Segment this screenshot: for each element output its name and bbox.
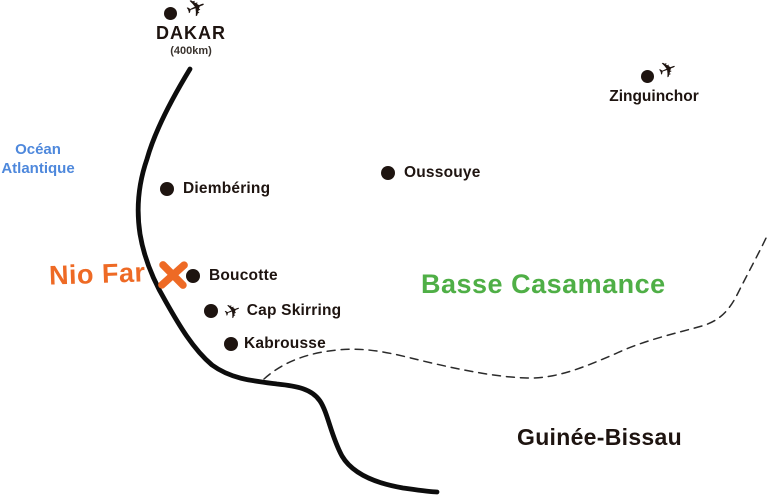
zinguinchor-dot <box>641 70 654 83</box>
diembering-dot <box>160 182 174 196</box>
border-dashed-line <box>263 235 768 380</box>
dakar-distance: (400km) <box>170 45 212 57</box>
diembering-label: Diembéring <box>183 180 271 197</box>
kabrousse-marker: Kabrousse <box>224 335 326 353</box>
cap-skirring-dot <box>204 304 218 318</box>
nio-far-label: Nio Far <box>48 257 146 291</box>
dakar-dot <box>164 7 177 20</box>
oussouye-dot <box>381 166 395 180</box>
cap-skirring-label: Cap Skirring <box>246 302 342 319</box>
oussouye-marker: Oussouye <box>381 164 481 182</box>
cap-skirring-marker: ✈ Cap Skirring <box>204 296 342 326</box>
boucotte-dot <box>186 269 200 283</box>
region-label: Basse Casamance <box>421 269 666 299</box>
kabrousse-dot <box>224 337 238 351</box>
dakar-label-block: DAKAR (400km) <box>156 23 226 57</box>
ocean-label: Océan Atlantique <box>1 140 74 178</box>
country-label: Guinée-Bissau <box>517 424 682 450</box>
dakar-label: DAKAR <box>156 23 226 43</box>
cap-skirring-plane-icon: ✈ <box>220 296 245 326</box>
oussouye-label: Oussouye <box>404 164 481 181</box>
nio-far-x-marker-icon <box>158 261 188 289</box>
zinguinchor-label: Zinguinchor <box>609 88 699 105</box>
boucotte-label: Boucotte <box>209 267 278 284</box>
coastline <box>135 66 440 495</box>
boucotte-marker: Boucotte <box>186 267 278 285</box>
ocean-label-line1: Océan <box>15 141 61 158</box>
ocean-label-line2: Atlantique <box>1 160 75 177</box>
diembering-marker: Diembéring <box>160 180 270 198</box>
kabrousse-label: Kabrousse <box>244 335 326 352</box>
